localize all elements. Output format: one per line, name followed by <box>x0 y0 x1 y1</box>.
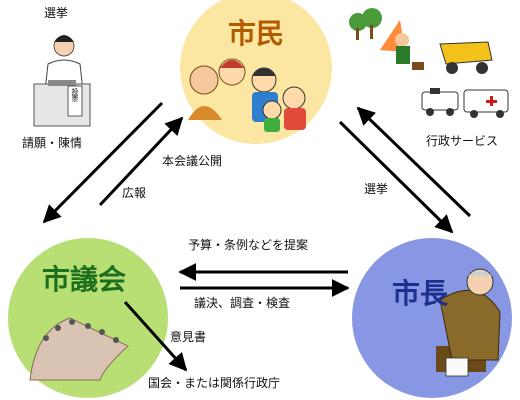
petition-label: 請願・陳情 <box>22 136 83 150</box>
decision-label: 議決、調査・検査 <box>194 296 291 310</box>
voter-illustration <box>33 35 91 127</box>
citizens-node-label: 市民 <box>228 17 285 50</box>
mayor-illustration <box>436 268 501 377</box>
arrow-mayor-to-citizens <box>356 106 472 218</box>
arrow-citizens-to-assembly <box>42 101 164 224</box>
proposal-label: 予算・条例などを提案 <box>188 238 309 252</box>
ballot-box-text: 投票 <box>71 87 79 102</box>
mayor-node-label: 市長 <box>392 277 449 310</box>
administrative-services-label: 行政サービス <box>426 134 499 148</box>
citizens-illustration <box>188 58 306 132</box>
arrow-assembly-to-citizens <box>98 116 184 207</box>
election-right-label: 選挙 <box>364 182 389 196</box>
public-relations-label: 広報 <box>122 186 147 200</box>
arrow-citizens-to-mayor <box>338 120 454 234</box>
election-top-label: 選挙 <box>44 6 69 20</box>
services-illustration <box>349 8 509 118</box>
assembly-public-label: 本会議公開 <box>162 154 223 168</box>
assembly-node-label: 市議会 <box>42 263 127 296</box>
assembly-chamber-illustration <box>29 317 129 381</box>
opinion-label: 意見書 <box>170 330 207 344</box>
arrow-assembly-to-national <box>123 300 188 372</box>
national-label: 国会・または関係行政庁 <box>148 376 281 390</box>
